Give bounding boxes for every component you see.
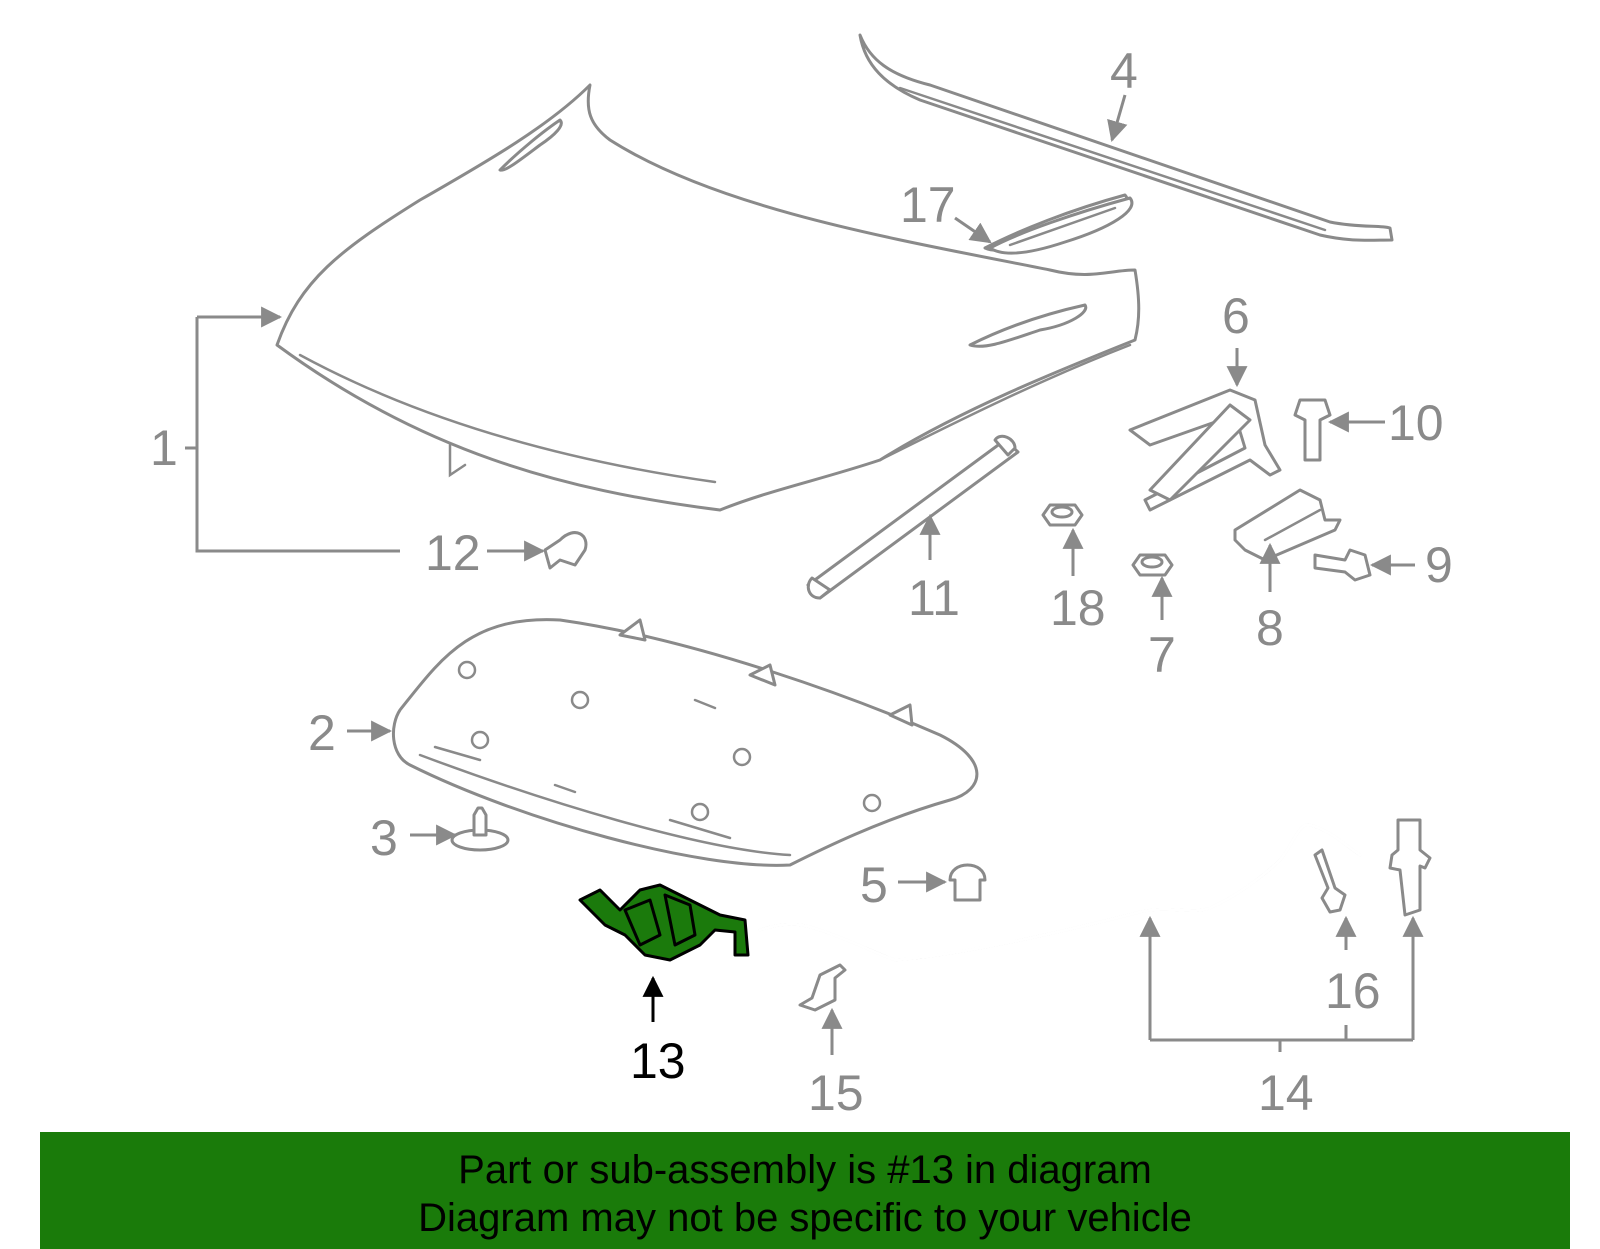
bolt-10[interactable] <box>1293 398 1332 462</box>
retainer-3[interactable] <box>450 806 510 852</box>
callout-7: 7 <box>1148 627 1176 683</box>
hood-insulator[interactable] <box>391 618 979 867</box>
callout-14: 14 <box>1258 1065 1314 1121</box>
plug-5[interactable] <box>948 863 987 902</box>
callout-18: 18 <box>1050 580 1106 636</box>
cable-clip-15[interactable] <box>798 963 847 1012</box>
callout-15: 15 <box>808 1065 864 1121</box>
nut-7[interactable] <box>1131 553 1174 577</box>
hood-latch[interactable] <box>578 883 750 962</box>
callout-17: 17 <box>900 177 956 233</box>
bumper-12[interactable] <box>543 531 588 570</box>
release-handle[interactable] <box>1388 818 1432 917</box>
callout-12: 12 <box>425 525 481 581</box>
nut-18[interactable] <box>1041 503 1084 527</box>
callout-2: 2 <box>308 705 336 761</box>
callout-5: 5 <box>860 857 888 913</box>
hood-support-strut[interactable] <box>806 434 1020 600</box>
callout-3: 3 <box>370 810 398 866</box>
bolt-9[interactable] <box>1313 548 1372 582</box>
vent-insert[interactable] <box>988 196 1134 255</box>
release-cable[interactable] <box>758 823 1362 962</box>
callout-6: 6 <box>1222 288 1250 344</box>
banner-line-2: Diagram may not be specific to your vehi… <box>418 1196 1192 1240</box>
callout-11: 11 <box>908 570 960 626</box>
callout-4: 4 <box>1110 43 1138 99</box>
callout-16: 16 <box>1325 963 1381 1019</box>
callout-9: 9 <box>1425 537 1453 593</box>
callout-1: 1 <box>150 420 178 476</box>
callout-13: 13 <box>630 1033 686 1089</box>
hood-hinge[interactable] <box>1128 388 1282 512</box>
hinge-bracket[interactable] <box>1233 488 1342 562</box>
info-banner: Part or sub-assembly is #13 in diagram D… <box>40 1132 1570 1249</box>
banner-line-1: Part or sub-assembly is #13 in diagram <box>458 1148 1152 1192</box>
callout-10: 10 <box>1388 395 1444 451</box>
hood-weatherstrip[interactable] <box>858 33 1394 242</box>
callout-8: 8 <box>1256 600 1284 656</box>
grommet-16[interactable] <box>1313 848 1347 914</box>
